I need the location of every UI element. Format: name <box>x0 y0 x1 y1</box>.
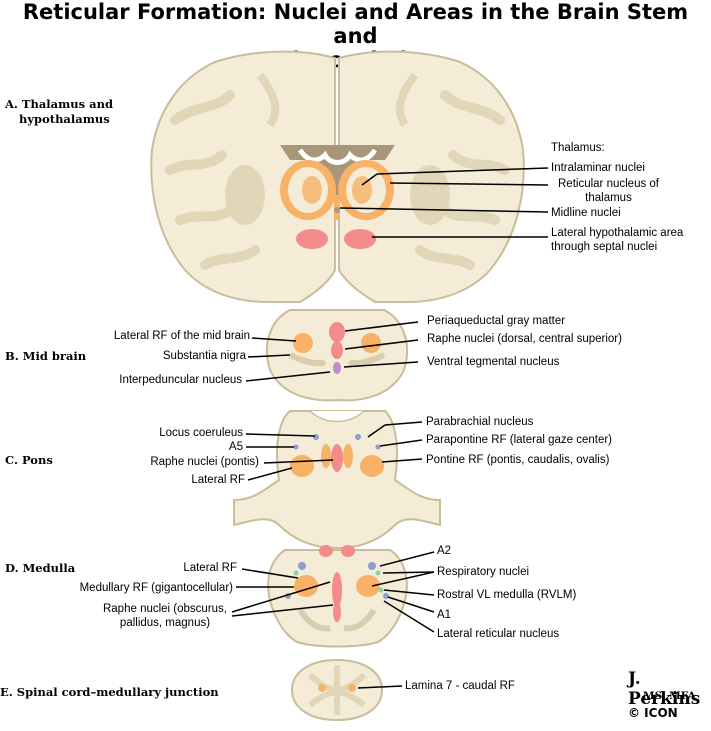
label-locus-coeruleus: Locus coeruleus <box>159 427 243 439</box>
midbrain-section <box>265 309 409 402</box>
label-periaqueductal: Periaqueductal gray matter <box>427 315 566 327</box>
label-raphe-medulla: Raphe nuclei (obscurus, pallidus, magnus… <box>102 603 227 629</box>
label-lateral-reticular: Lateral reticular nucleus <box>437 628 560 640</box>
label-midline: Midline nuclei <box>551 207 621 219</box>
section-e-label: E. Spinal cord–medullary junction <box>0 685 219 699</box>
section-b-label: B. Mid brain <box>5 349 87 363</box>
copyright-logo: © ICON <box>628 706 678 720</box>
thalamus-heading: Thalamus: <box>551 142 605 154</box>
label-reticular-nucleus: Reticular nucleus of thalamus <box>558 178 659 204</box>
section-d-label: D. Medulla <box>5 561 76 575</box>
label-lamina7: Lamina 7 - caudal RF <box>405 680 515 692</box>
pons-section <box>233 410 441 550</box>
artist-degrees: MS, MFA <box>643 690 696 702</box>
label-rostral-vl: Rostral VL medulla (RVLM) <box>437 589 577 601</box>
label-a5: A5 <box>228 441 243 453</box>
section-c-label: C. Pons <box>5 453 53 467</box>
medulla-section <box>267 545 408 648</box>
leader-lines <box>231 167 549 689</box>
label-lateral-rf-midbrain: Lateral RF of the mid brain <box>113 330 250 342</box>
label-pontine-rf: Pontine RF (pontis, caudalis, ovalis) <box>426 454 610 466</box>
section-a-label: A. Thalamus and hypothalamus <box>5 97 113 126</box>
label-a1: A1 <box>437 609 452 621</box>
label-ventral-tegmental: Ventral tegmental nucleus <box>427 356 560 368</box>
label-raphe-midbrain: Raphe nuclei (dorsal, central superior) <box>427 333 622 345</box>
label-raphe-pontis: Raphe nuclei (pontis) <box>150 456 259 468</box>
label-interpeduncular: Interpeduncular nucleus <box>119 374 242 386</box>
label-parabrachial: Parabrachial nucleus <box>426 416 534 428</box>
label-a2: A2 <box>437 545 452 557</box>
label-lateral-hypothalamic: Lateral hypothalamic area through septal… <box>551 227 684 253</box>
title-line-1: Reticular Formation: Nuclei and Areas in… <box>22 0 689 48</box>
artist-signature: J. Perkins <box>628 669 701 709</box>
label-substantia-nigra: Substantia nigra <box>162 350 246 362</box>
label-parapontine: Parapontine RF (lateral gaze center) <box>426 434 613 446</box>
label-respiratory: Respiratory nuclei <box>437 566 530 578</box>
label-medullary-rf: Medullary RF (gigantocellular) <box>79 582 233 594</box>
label-lateral-rf-pons: Lateral RF <box>191 474 245 486</box>
coronal-brain-section <box>150 50 525 303</box>
label-lateral-rf-medulla: Lateral RF <box>183 562 237 574</box>
spinal-cord-section <box>290 658 384 722</box>
label-intralaminar: Intralaminar nuclei <box>551 162 645 174</box>
